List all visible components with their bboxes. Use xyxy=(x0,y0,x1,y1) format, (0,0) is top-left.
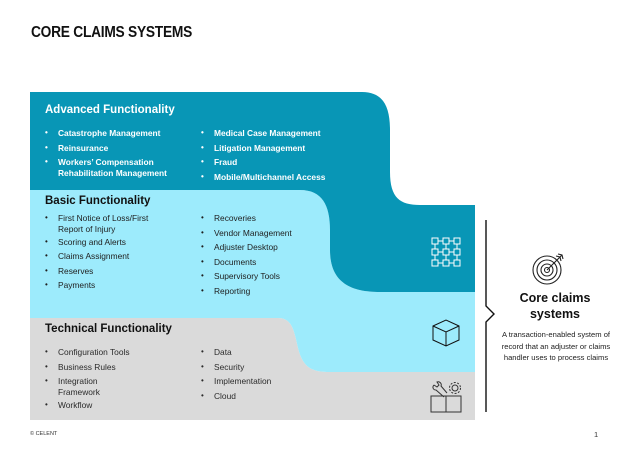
toolbox-icon xyxy=(430,381,462,413)
bracket-line xyxy=(485,220,495,412)
target-icon xyxy=(532,253,564,285)
list-item: Configuration Tools xyxy=(45,345,130,360)
list-item: Cloud xyxy=(201,389,271,404)
cube-icon xyxy=(432,319,460,347)
list-item: Litigation Management xyxy=(201,141,325,156)
page-number: 1 xyxy=(594,430,599,439)
advanced-list-col2: Medical Case Management Litigation Manag… xyxy=(201,126,325,184)
technical-list-col2: Data Security Implementation Cloud xyxy=(201,345,271,403)
advanced-list-col1: Catastrophe Management Reinsurance Worke… xyxy=(45,126,167,179)
list-item: Implementation xyxy=(201,374,271,389)
list-item: Mobile/Multichannel Access xyxy=(201,170,325,185)
basic-heading: Basic Functionality xyxy=(45,195,151,207)
list-item: Fraud xyxy=(201,155,325,170)
core-title-line2: systems xyxy=(529,307,581,321)
list-item: Medical Case Management xyxy=(201,126,325,141)
core-title-line1: Core claims xyxy=(519,291,591,305)
list-item: Documents xyxy=(201,255,292,270)
list-item: Reinsurance xyxy=(45,141,167,156)
list-item: Reserves xyxy=(45,264,148,279)
list-item: Scoring and Alerts xyxy=(45,235,148,250)
list-item: Catastrophe Management xyxy=(45,126,167,141)
list-item: Business Rules xyxy=(45,360,130,375)
list-item: Adjuster Desktop xyxy=(201,240,292,255)
network-grid-icon xyxy=(431,237,461,267)
page-title: CORE CLAIMS SYSTEMS xyxy=(31,24,193,41)
list-item: Security xyxy=(201,360,271,375)
list-item: Supervisory Tools xyxy=(201,269,292,284)
list-item: Payments xyxy=(45,278,148,293)
list-item: Data xyxy=(201,345,271,360)
copyright: © CELENT xyxy=(30,431,58,437)
list-item: Vendor Management xyxy=(201,226,292,241)
list-item: Recoveries xyxy=(201,211,292,226)
list-item: Reporting xyxy=(201,284,292,299)
list-item: Workflow xyxy=(45,398,130,413)
list-item: Claims Assignment xyxy=(45,249,148,264)
core-claims-title: Core claims systems xyxy=(500,290,610,322)
advanced-heading: Advanced Functionality xyxy=(45,104,175,116)
core-claims-description: A transaction-enabled system of record t… xyxy=(501,330,611,362)
technical-list-col1: Configuration Tools Business Rules Integ… xyxy=(45,345,130,412)
basic-list-col2: Recoveries Vendor Management Adjuster De… xyxy=(201,211,292,299)
technical-heading: Technical Functionality xyxy=(45,323,172,335)
